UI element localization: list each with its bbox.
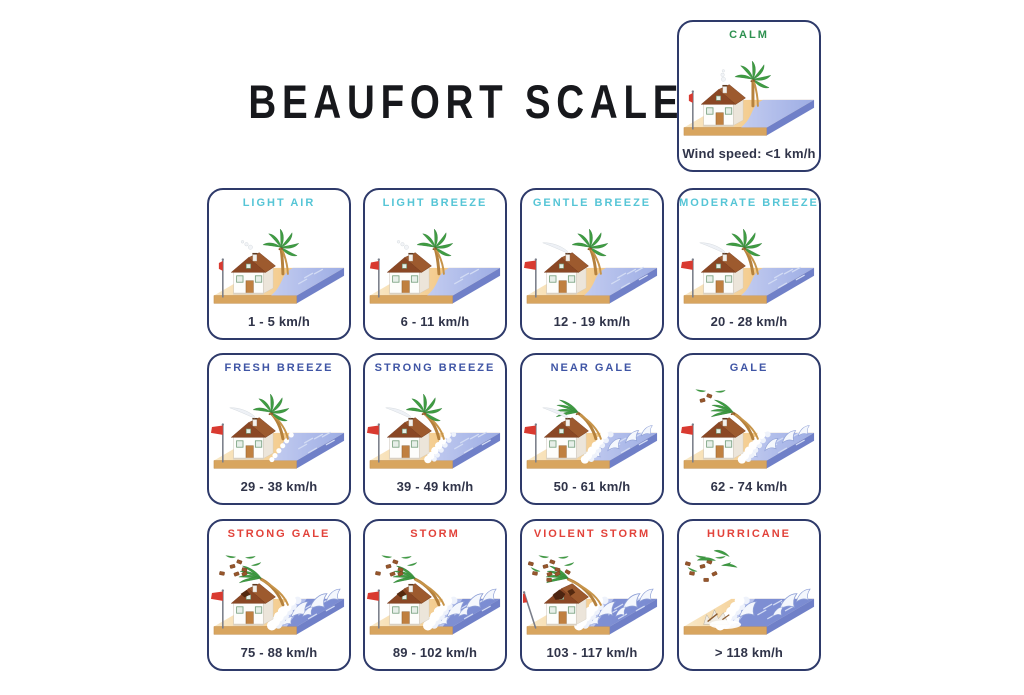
island-scene-icon [366,544,504,642]
island-scene-graphic [366,554,501,635]
card-title: LIGHT BREEZE [382,197,488,209]
island-scene-graphic [523,228,658,304]
card-title: LIGHT AIR [242,197,316,209]
island-scene-graphic [213,228,345,304]
beaufort-card-near-gale: NEAR GALE 50 - 61 km/h [520,353,664,505]
island-scene-graphic [523,554,658,635]
wind-speed-label: 20 - 28 km/h [710,314,788,329]
card-title: GENTLE BREEZE [532,197,652,209]
beaufort-card-violent-storm: VIOLENT STORM 103 - 117 km/h [520,519,664,671]
card-title: CALM [729,29,769,41]
island-scene-graphic [366,393,501,469]
island-scene-graphic [523,399,658,469]
island-scene-icon [523,213,661,311]
card-title: GALE [729,362,769,374]
island-scene-icon [523,378,661,476]
wind-speed-label: Wind speed: <1 km/h [682,146,816,161]
island-scene-icon [366,213,504,311]
island-scene-graphic [210,554,345,635]
wind-speed-label: 29 - 38 km/h [240,479,318,494]
card-title: STRONG GALE [227,528,331,540]
card-title: NEAR GALE [550,362,634,374]
wind-speed-label: 50 - 61 km/h [553,479,631,494]
wind-speed-label: 39 - 49 km/h [396,479,474,494]
wind-speed-label: > 118 km/h [714,645,784,660]
page-title: BEAUFORT SCALE [248,75,685,128]
beaufort-card-light-breeze: LIGHT BREEZE 6 - 11 km/h [363,188,507,340]
card-title: STORM [410,528,460,540]
island-scene-icon [210,544,348,642]
beaufort-card-light-air: LIGHT AIR 1 - 5 km/h [207,188,351,340]
wind-speed-label: 1 - 5 km/h [248,314,310,329]
card-title: FRESH BREEZE [224,362,334,374]
beaufort-card-storm: STORM 89 - 102 km/h [363,519,507,671]
wind-speed-label: 103 - 117 km/h [546,645,638,660]
wind-speed-label: 6 - 11 km/h [400,314,470,329]
island-scene-icon [680,213,818,311]
beaufort-card-fresh-breeze: FRESH BREEZE 29 - 38 km/h [207,353,351,505]
wind-speed-label: 75 - 88 km/h [240,645,318,660]
wind-speed-label: 89 - 102 km/h [392,645,478,660]
island-scene-graphic [680,228,815,304]
beaufort-card-calm: CALM Wind speed: <1 km/h [677,20,821,172]
wind-speed-label: 12 - 19 km/h [553,314,631,329]
wind-speed-label: 62 - 74 km/h [710,479,788,494]
card-title: HURRICANE [707,528,791,540]
island-scene-icon [210,378,348,476]
beaufort-card-strong-breeze: STRONG BREEZE 39 - 49 km/h [363,353,507,505]
card-title: STRONG BREEZE [374,362,496,374]
beaufort-card-gentle-breeze: GENTLE BREEZE 12 - 19 km/h [520,188,664,340]
island-scene-icon [366,378,504,476]
island-scene-graphic [680,388,815,469]
island-scene-graphic [210,393,345,469]
island-scene-graphic [369,228,501,304]
island-scene-graphic [683,549,815,635]
island-scene-icon [680,544,818,642]
beaufort-card-moderate-breeze: MODERATE BREEZE 20 - 28 km/h [677,188,821,340]
beaufort-card-gale: GALE 62 - 74 km/h [677,353,821,505]
beaufort-card-hurricane: HURRICANE > 118 km/h [677,519,821,671]
beaufort-card-strong-gale: STRONG GALE 75 - 88 km/h [207,519,351,671]
island-scene-icon [680,45,818,143]
island-scene-icon [680,378,818,476]
island-scene-icon [210,213,348,311]
card-title: VIOLENT STORM [533,528,651,540]
island-scene-graphic [683,60,815,136]
island-scene-icon [523,544,661,642]
card-title: MODERATE BREEZE [679,197,819,209]
